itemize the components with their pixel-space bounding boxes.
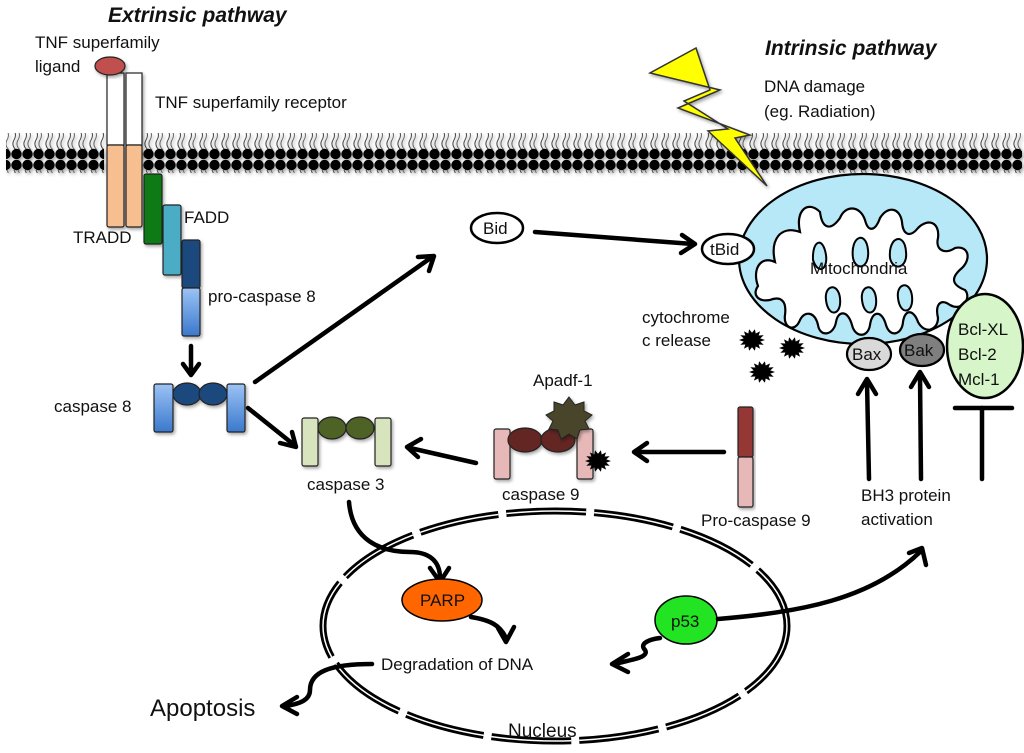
mitochondria [737, 172, 989, 346]
death-effector-block [181, 239, 201, 289]
apoptosis-label: Apoptosis [150, 695, 255, 722]
cytochrome-c-particle [739, 329, 765, 351]
bcl-2-label: Bcl-2 [958, 345, 997, 364]
fadd-label: FADD [184, 208, 229, 227]
arrow-casp9-to-casp3 [407, 445, 479, 466]
bh3-label-1: BH3 protein [861, 486, 951, 505]
tnf-ligand-label-2: ligand [35, 57, 80, 76]
bid-node [469, 211, 525, 245]
arrow-casp3-to-parp [346, 499, 443, 581]
mitochondria-label: Mitochondria [810, 259, 908, 278]
cytochrome-label-2: c release [642, 331, 711, 350]
degradation-label: Degradation of DNA [381, 655, 534, 674]
tbid-node [700, 232, 756, 266]
arrow-bh3-to-bax [864, 379, 872, 482]
arrow-head [180, 361, 202, 378]
pro-caspase-9 [737, 406, 754, 508]
bcl-family-node [945, 292, 1024, 400]
tnf-receptor [106, 72, 143, 228]
arrow-casp8-to-bid [252, 254, 435, 385]
nucleus-label: Nucleus [508, 721, 577, 742]
tnf-ligand [94, 56, 126, 76]
tradd-domain-right [125, 144, 143, 228]
arrow-head [277, 429, 299, 450]
arrow-head [279, 694, 300, 717]
arrow-head [404, 436, 424, 460]
arrow-bh3-to-bak [917, 372, 924, 482]
fadd-teal-block [162, 204, 182, 276]
tradd-domain-left [106, 144, 125, 228]
arrow-degradation-to-apoptosis [282, 661, 375, 709]
arrow-bid-to-tbid [532, 229, 696, 247]
bid-label: Bid [483, 219, 508, 238]
caspase-3 [301, 416, 392, 467]
arrow-head [415, 253, 437, 274]
arrow-head [855, 376, 879, 397]
arrow-head [495, 624, 517, 645]
pro-caspase-9-label: Pro-caspase 9 [701, 511, 811, 530]
pro-caspase-8-label: pro-caspase 8 [208, 287, 316, 306]
fadd-complex [143, 173, 201, 337]
bax-label: Bax [852, 345, 882, 364]
arrow-p53-to-bh3 [715, 549, 923, 622]
arrow-head [631, 440, 650, 464]
parp-node [401, 578, 483, 622]
bak-node [898, 332, 946, 368]
arrow-head [908, 369, 932, 390]
bak-label: Bak [904, 341, 934, 360]
cell-membrane [6, 133, 1022, 173]
bcl-xl-label: Bcl-XL [958, 320, 1008, 339]
tbid-label: tBid [710, 240, 739, 259]
arrow-head [906, 545, 929, 568]
apadf1-label: Apadf-1 [533, 371, 593, 390]
caspase-3-label: caspase 3 [307, 475, 385, 494]
caspase-8-label: caspase 8 [54, 397, 132, 416]
bh3-label-2: activation [861, 510, 933, 529]
dna-damage-label-1: DNA damage [764, 77, 865, 96]
cytochrome-c-particle [779, 337, 805, 359]
caspase-9-label: caspase 9 [502, 485, 580, 504]
parp-label: PARP [420, 591, 465, 610]
intrinsic-pathway-title: Intrinsic pathway [765, 37, 938, 60]
dna-damage-label-2: (eg. Radiation) [764, 102, 876, 121]
lightning-bolt-icon [647, 46, 768, 187]
arrow-casp8-to-casp3 [245, 405, 296, 447]
nucleus-envelope [319, 507, 791, 745]
arrow-head [609, 651, 631, 675]
fadd-green-block [143, 173, 163, 245]
bax-node [845, 336, 893, 372]
tnf-ligand-label-1: TNF superfamily [35, 33, 160, 52]
p53-label: p53 [671, 612, 699, 631]
pro-caspase-8-block [181, 287, 201, 337]
apaf1-icon [545, 396, 593, 440]
arrow-head [678, 232, 698, 256]
cytochrome-c-particle [585, 450, 611, 472]
cytochrome-c-particle [749, 361, 775, 383]
mcl-1-label: Mcl-1 [958, 370, 1000, 389]
extrinsic-pathway-title: Extrinsic pathway [108, 4, 288, 27]
arrow-p53-to-degradation [612, 635, 663, 667]
tradd-label: TRADD [73, 228, 132, 247]
cytochrome-label-1: cytochrome [642, 308, 730, 327]
caspase-8 [153, 382, 246, 433]
tnf-receptor-label: TNF superfamily receptor [155, 93, 347, 112]
